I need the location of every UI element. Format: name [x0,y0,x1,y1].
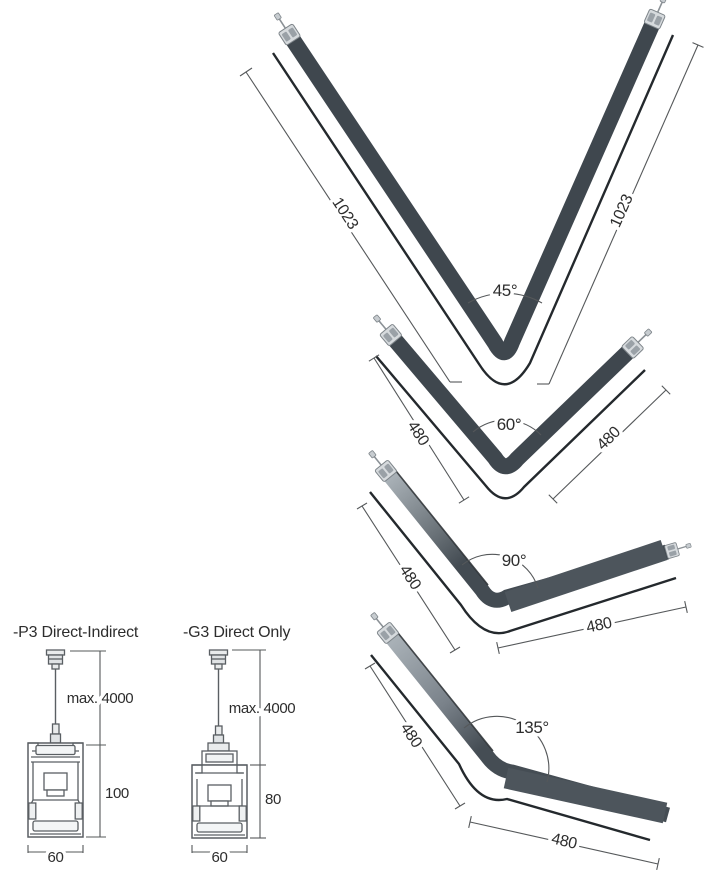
dim-label-135-bottom: 480 [550,830,579,852]
cross-section-dimensions [27,649,266,853]
end-connector-icon [663,537,694,560]
diffuser-60-edge [375,355,646,500]
labels: 1023 1023 45° 480 480 60° 480 480 90° 48… [10,188,641,869]
profile-90-far-edge [395,470,489,586]
diffuser-135-edge [370,654,651,842]
angle-label-60: 60° [497,415,522,434]
dim-p3-vertical [70,650,106,838]
angle-arc-135 [463,715,550,783]
diffuser-edges [271,34,677,842]
angle-label-45: 45° [493,281,518,300]
profile-45-body [286,21,660,361]
profile-bodies [286,21,670,823]
dim-g3-width [191,845,248,853]
diffuser-90-edge [369,491,677,635]
suspension-label-g3: max. 4000 [229,700,295,717]
profile-135-top-face [503,767,668,824]
dim-p3-width [27,845,84,853]
dim-60-left [368,354,470,504]
dim-label-60-left: 480 [404,418,432,449]
profile-top-faces [503,540,668,824]
angle-arc-90 [461,553,539,589]
dim-45-left [239,67,462,383]
height-label-g3: 80 [265,791,281,808]
dimension-lines [239,42,704,871]
profile-90-body [384,471,670,608]
width-label-p3: 60 [48,849,64,866]
dim-g3-vertical [232,649,266,839]
angle-label-90: 90° [502,551,527,570]
dim-135-bottom [468,815,660,871]
dim-45-right [537,42,704,385]
dim-label-90-bottom: 480 [585,615,614,637]
diffuser-45-edge [271,34,675,386]
profile-far-edges [395,470,494,752]
angle-arc-45 [467,292,543,304]
dim-label-45-right: 1023 [607,192,637,230]
section-title-g3: -G3 Direct Only [183,624,290,641]
angle-label-135: 135° [515,718,549,737]
dim-90-left [356,502,461,654]
profile-90-top-face [504,540,668,612]
dim-label-135-left: 480 [397,720,425,751]
dim-label-90-left: 480 [396,562,424,593]
height-label-p3: 100 [105,785,129,802]
dim-90-bottom [496,600,688,655]
dim-label-60-right: 480 [594,423,625,453]
suspension-label-p3: max. 4000 [67,690,133,707]
dim-135-left [364,662,466,810]
width-label-g3: 60 [212,849,228,866]
cross-section-p3-drawing [27,649,84,838]
angle-arc-60 [472,419,542,436]
dim-60-right [548,385,671,504]
dim-label-45-left: 1023 [328,195,361,233]
profile-60-body [388,334,634,475]
section-title-p3: -P3 Direct-Indirect [13,624,139,641]
profile-135-far-edge [397,632,494,752]
cross-section-g3-drawing [191,649,248,839]
